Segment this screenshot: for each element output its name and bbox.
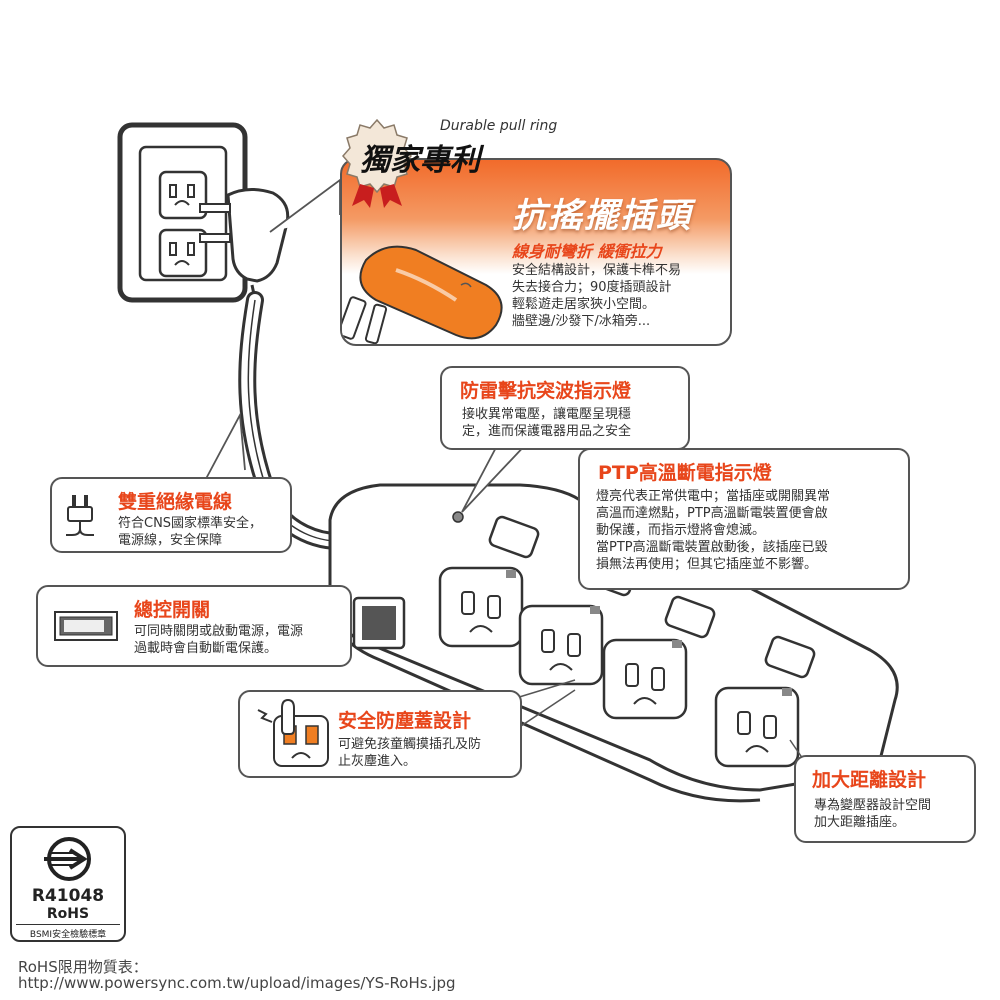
- plug: [199, 188, 290, 314]
- rohs-table-link[interactable]: http://www.powersync.com.tw/upload/image…: [18, 974, 456, 992]
- wall-socket: [117, 122, 248, 303]
- anti-sway-plug-callout: 抗搖擺插頭 線身耐彎折 緩衝拉力 安全結構設計，保護卡榫不易失去接合力；90度插…: [340, 158, 732, 346]
- ptp-desc: 燈亮代表正常供電中；當插座或開關異常高溫而達燃點，PTP高溫斷電裝置便會啟動保護…: [596, 489, 831, 572]
- bsmi-logo-icon: [44, 837, 91, 881]
- ptp-title: PTP高溫斷電指示燈: [598, 462, 772, 484]
- master-switch-title: 總控開關: [134, 599, 211, 621]
- master-switch-callout: 總控開關 可同時關閉或啟動電源，電源過載時會自動斷電保護。: [36, 585, 352, 667]
- insulation-title: 雙重絕緣電線: [118, 491, 233, 513]
- ptp-indicator-callout: PTP高溫斷電指示燈 燈亮代表正常供電中；當插座或開關異常高溫而達燃點，PTP高…: [578, 448, 910, 590]
- dust-cover-callout: 安全防塵蓋設計 可避免孩童觸摸插孔及防止灰塵進入。: [238, 690, 522, 778]
- bsmi-code: R41048: [31, 886, 105, 906]
- hero-desc: 安全結構設計，保護卡榫不易失去接合力；90度插頭設計輕鬆遊走居家狹小空間。牆壁邊…: [512, 263, 682, 329]
- spacing-desc: 專為變壓器設計空間加大距離插座。: [814, 798, 932, 830]
- wide-spacing-callout: 加大距離設計 專為變壓器設計空間加大距離插座。: [794, 755, 976, 843]
- rohs-table-label: RoHS限用物質表：: [18, 958, 148, 976]
- dust-cover-desc: 可避免孩童觸摸插孔及防止灰塵進入。: [338, 737, 482, 769]
- master-switch-desc: 可同時關閉或啟動電源，電源過載時會自動斷電保護。: [134, 624, 304, 656]
- patent-badge: [342, 118, 412, 212]
- bsmi-certification: R41048 RoHS BSMI安全檢驗標章: [10, 826, 126, 942]
- switch-icon: [54, 611, 118, 641]
- orange-plug-icon: [342, 245, 503, 344]
- hero-subtitle: 線身耐彎折 緩衝拉力: [512, 242, 662, 261]
- power-strip: [328, 483, 899, 803]
- hero-title: 抗搖擺插頭: [512, 196, 692, 236]
- surge-indicator-callout: 防雷擊抗突波指示燈 接收異常電壓，讓電壓呈現穩定，進而保護電器用品之安全: [440, 366, 690, 450]
- surge-title: 防雷擊抗突波指示燈: [460, 380, 632, 402]
- double-insulation-callout: 雙重絕緣電線 符合CNS國家標準安全，電源線，安全保障: [50, 477, 292, 553]
- insulation-desc: 符合CNS國家標準安全，電源線，安全保障: [118, 516, 263, 548]
- child-finger-outlet-icon: [257, 698, 329, 767]
- spacing-title: 加大距離設計: [812, 769, 927, 791]
- rohs-mark: RoHS: [46, 906, 90, 922]
- bsmi-label: BSMI安全檢驗標章: [16, 924, 120, 940]
- surge-desc: 接收異常電壓，讓電壓呈現穩定，進而保護電器用品之安全: [462, 407, 632, 439]
- patent-badge-text: 獨家專利: [360, 143, 480, 178]
- seal-icon: [342, 118, 412, 208]
- dust-cover-title: 安全防塵蓋設計: [338, 710, 472, 732]
- hero-tagline: Durable pull ring: [440, 118, 558, 134]
- plug-cable-icon: [66, 495, 94, 536]
